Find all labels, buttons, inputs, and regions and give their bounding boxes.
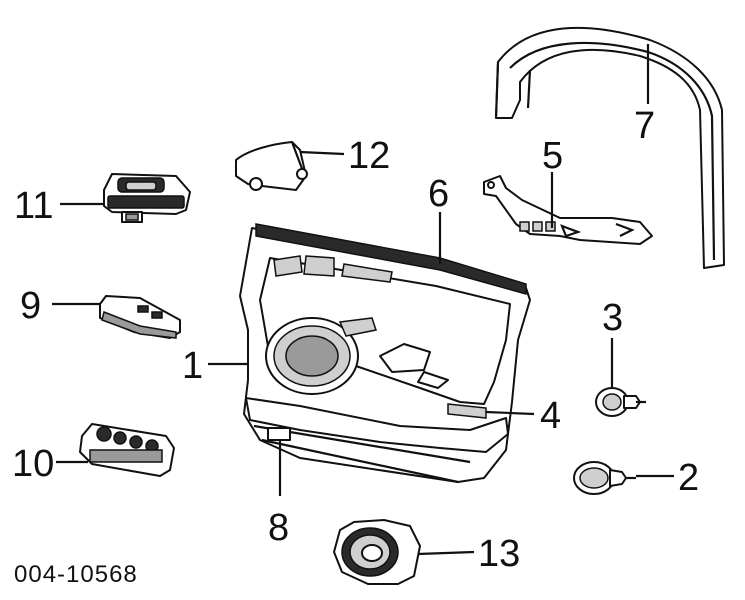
part-10-master-switch <box>79 423 175 477</box>
callout-6: 6 <box>428 173 449 215</box>
callout-10: 10 <box>12 443 54 485</box>
callout-12: 12 <box>348 135 390 177</box>
part-3-push-pin <box>595 387 646 417</box>
part-9-switch <box>99 295 181 339</box>
drawing-code: 004-10568 <box>14 561 138 588</box>
callout-4: 4 <box>540 395 561 437</box>
callout-9: 9 <box>20 285 41 327</box>
leader-lines <box>52 44 674 556</box>
callout-11: 11 <box>14 185 53 227</box>
callout-1: 1 <box>182 345 203 387</box>
callout-13: 13 <box>478 533 520 575</box>
callout-7: 7 <box>634 105 655 147</box>
part-11-switch-assembly <box>103 173 191 223</box>
callout-5: 5 <box>542 135 563 177</box>
part-13-speaker <box>333 519 421 585</box>
callout-2: 2 <box>678 457 699 499</box>
part-12-trim-cover <box>235 141 308 191</box>
part-2-push-pin <box>573 461 636 495</box>
part-1-door-trim-panel <box>239 227 531 484</box>
part-5-bracket <box>483 175 653 245</box>
callout-3: 3 <box>602 297 623 339</box>
callout-labels: 7 5 12 6 11 9 1 3 4 2 10 8 13 <box>12 105 699 575</box>
callout-8: 8 <box>268 507 289 549</box>
